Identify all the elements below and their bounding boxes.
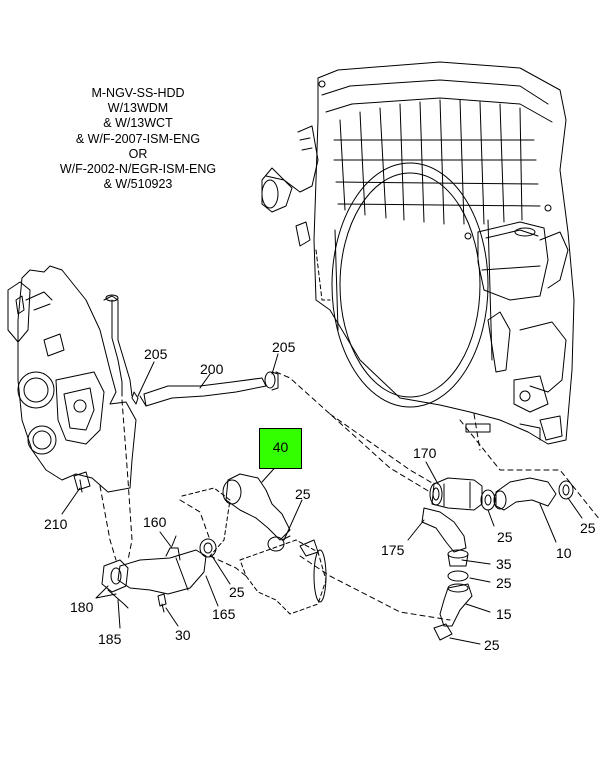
callout-25[interactable]: 25 (496, 575, 512, 591)
radiator-assembly (261, 61, 575, 445)
callout-25[interactable]: 25 (295, 486, 311, 502)
callout-25[interactable]: 25 (580, 520, 596, 536)
highlighted-part-40[interactable]: 40 (259, 428, 302, 469)
engine-front-cover (7, 265, 137, 493)
clamp-25-d (447, 570, 469, 582)
callout-160[interactable]: 160 (143, 514, 167, 530)
bolt-30 (157, 593, 167, 613)
clamp-25-b (480, 489, 496, 511)
assembly-lines (99, 371, 601, 621)
leader-lines (61, 353, 583, 645)
note-line: W/13WDM (107, 101, 169, 116)
callout-175[interactable]: 175 (381, 542, 405, 558)
hose-40 (222, 473, 291, 541)
clamp-25-e (433, 623, 453, 641)
callout-35[interactable]: 35 (496, 556, 512, 572)
pipe-15 (439, 583, 473, 627)
applicability-note: M-NGV-SS-HDD W/13WDM & W/13WCT & W/F-200… (40, 86, 236, 192)
callout-170[interactable]: 170 (413, 445, 437, 461)
clamp-205-right (264, 371, 279, 391)
clamp-25-c (558, 480, 574, 500)
callout-10[interactable]: 10 (556, 545, 572, 561)
clamp-205-left (131, 391, 139, 405)
pump-inlet-outline (181, 487, 327, 615)
part-35 (447, 549, 469, 567)
note-line: W/F-2002-N/EGR-ISM-ENG (59, 162, 217, 177)
pipe-170 (429, 477, 483, 511)
callout-205[interactable]: 205 (272, 339, 296, 355)
note-line: OR (128, 146, 148, 161)
callout-25[interactable]: 25 (229, 584, 245, 600)
callout-205[interactable]: 205 (144, 346, 168, 362)
note-line: M-NGV-SS-HDD (91, 86, 185, 100)
callout-185[interactable]: 185 (98, 631, 122, 647)
note-line: & W/13WCT (103, 116, 173, 131)
clamp-25-a (267, 535, 291, 552)
note-line: & W/F-2007-ISM-ENG (75, 131, 201, 146)
highlighted-part-label: 40 (272, 439, 289, 455)
callout-200[interactable]: 200 (200, 361, 224, 377)
hose-175 (421, 507, 467, 553)
callout-25[interactable]: 25 (484, 637, 500, 653)
callout-210[interactable]: 210 (44, 516, 68, 532)
hose-10 (493, 477, 557, 511)
callout-30[interactable]: 30 (175, 627, 191, 643)
hose-165 (117, 535, 217, 595)
callout-15[interactable]: 15 (496, 606, 512, 622)
callout-180[interactable]: 180 (70, 599, 94, 615)
note-line: & W/510923 (103, 177, 173, 192)
hose-200 (139, 377, 267, 407)
callout-165[interactable]: 165 (212, 606, 236, 622)
callout-25[interactable]: 25 (497, 529, 513, 545)
